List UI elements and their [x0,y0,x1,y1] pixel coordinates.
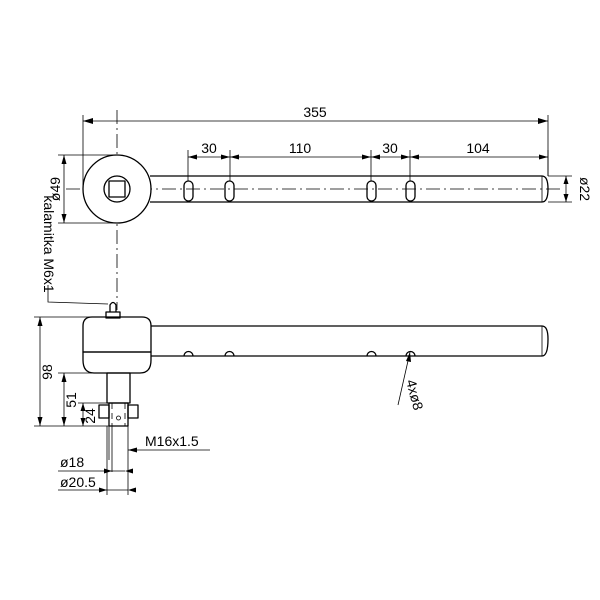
grease-nipple-base [105,311,121,319]
arrow-51-bottom [61,417,67,426]
arrow-18-left [104,468,112,474]
dim-slot-spacing-mid: 110 [289,140,312,156]
side-hole-3 [366,350,377,357]
dim-overall-length: 355 [303,104,327,120]
top-head-outer-circle [82,154,152,224]
side-hole-2 [224,350,235,357]
arrow-a1 [188,154,197,160]
side-stem [106,372,131,404]
arrow-a8 [539,154,548,160]
dim-shaft-diameter: ø22 [577,177,593,201]
arrow-22-top [563,176,569,184]
arrow-18-right [125,468,133,474]
dim-slot-spacing-1: 30 [201,140,217,156]
arrow-355-right [538,118,548,124]
dim-thread-spec: M16x1.5 [145,433,199,449]
castle-nut-left [98,404,110,419]
top-head-inner-circle [103,175,131,203]
arrow-22-bottom [563,194,569,202]
side-head-lower [82,351,152,374]
side-hole-4 [405,350,416,357]
arrow-49-top [61,155,67,164]
dim-stem-height: 51 [63,392,79,408]
slot-1 [183,180,194,202]
side-view [82,301,549,427]
arrow-205-right [128,487,136,493]
dim-inner-diameter: ø18 [60,454,84,470]
arrow-51-top [61,373,67,382]
grease-nipple-tip [109,301,117,312]
top-view [66,110,560,310]
top-head-square-socket [108,180,126,198]
dim-end-length: 104 [466,140,490,156]
cotter-pin-hole [116,415,121,421]
arrow-a5 [371,154,380,160]
arrow-a3 [230,154,239,160]
dim-slot-spacing-2: 30 [382,140,398,156]
arrow-24-top [80,403,86,411]
side-hole-1 [183,350,194,357]
arrow-a2 [221,154,230,160]
arrow-205-left [99,487,107,493]
arrow-355-left [83,118,93,124]
castle-nut-right [127,404,139,419]
grease-nipple-leader [47,285,109,305]
top-dimensions: 355 30 110 30 104 ø49 ø22 [47,104,593,224]
grease-nipple-note: kalamitka M6x1 [41,195,57,292]
arrow-98-bottom [37,417,43,426]
slot-4 [405,180,416,202]
arrow-24-bottom [80,418,86,426]
dim-total-height: 98 [39,364,55,380]
arrow-49-bottom [61,214,67,223]
dim-outer-diameter: ø20.5 [60,474,96,490]
side-shaft-outline [151,325,549,357]
arrow-m16 [128,447,137,453]
arrow-a6 [401,154,410,160]
top-shaft-outline [150,175,549,203]
slot-2 [224,180,235,202]
side-dimensions: kalamitka M6x1 98 51 24 M16x1.5 ø18 [34,195,427,495]
slot-3 [366,180,377,202]
arrow-holes [406,352,411,362]
dim-head-diameter: ø49 [47,177,63,201]
dim-thread-height: 24 [82,408,98,424]
arrow-a7 [410,154,419,160]
dim-holes: 4xø8 [403,378,427,412]
arrow-a4 [362,154,371,160]
arrow-98-top [37,317,43,326]
side-head-upper [82,316,152,353]
